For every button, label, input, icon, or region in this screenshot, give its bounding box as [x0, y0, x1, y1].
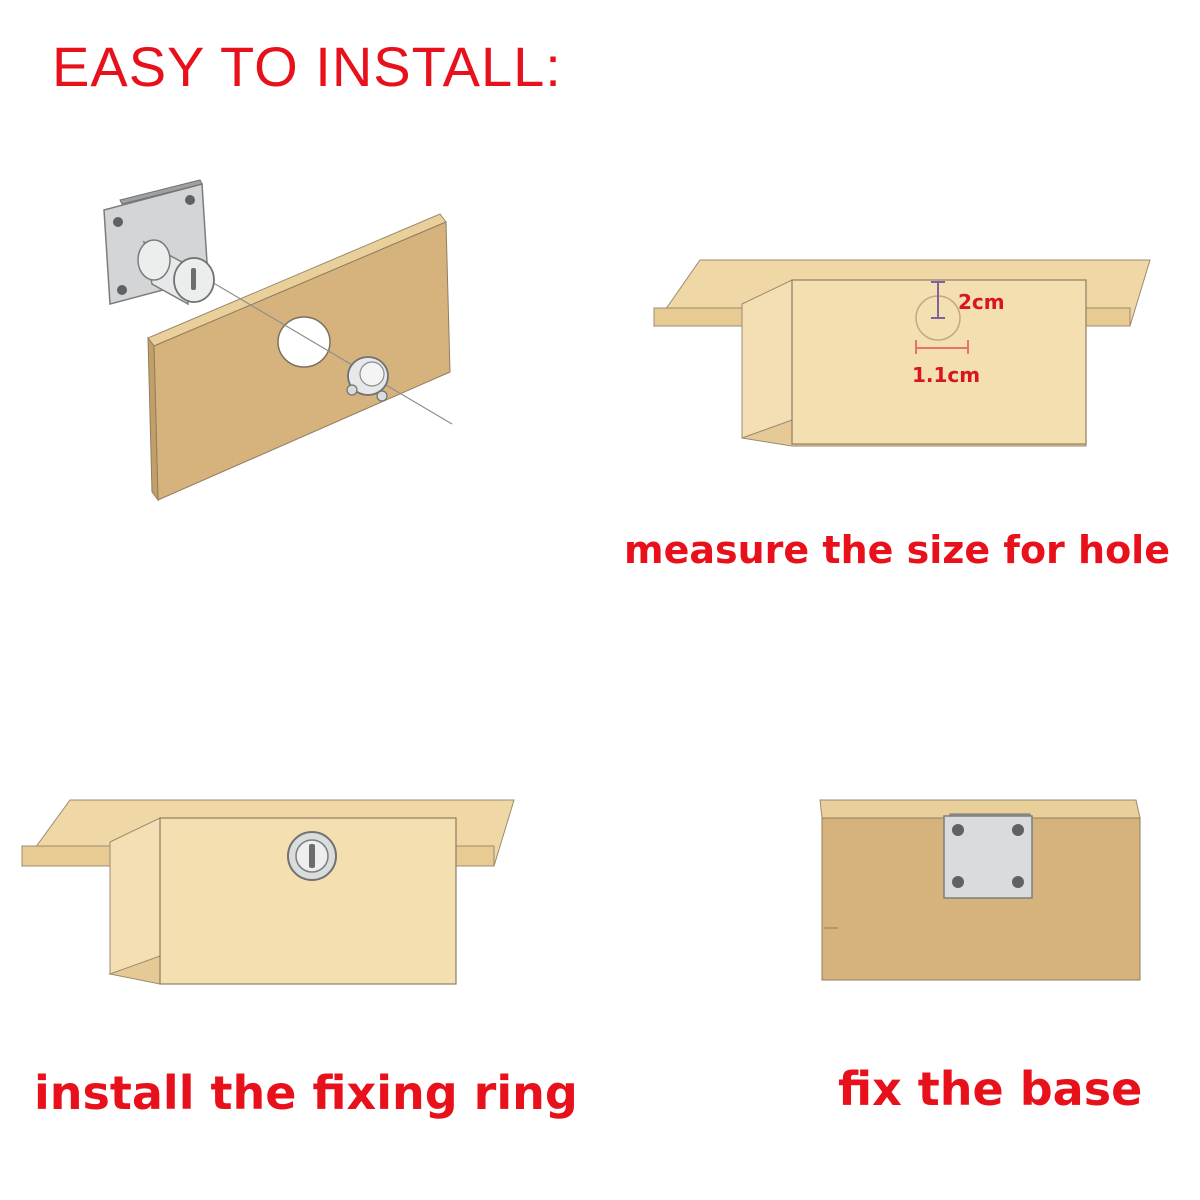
- screw-icon: [1012, 824, 1024, 836]
- screw-icon: [952, 824, 964, 836]
- lock-plate-edge: [119, 179, 203, 205]
- drawer-side: [741, 279, 793, 443]
- screw-icon: [952, 876, 964, 888]
- page-title: EASY TO INSTALL:: [52, 35, 562, 98]
- caption-base: fix the base: [838, 1062, 1143, 1116]
- ring-tab-icon: [376, 390, 388, 402]
- step-measure-diagram: 2cm 1.1cm: [653, 259, 1151, 447]
- keyhole-icon: [191, 268, 196, 290]
- step-base-diagram: [819, 799, 1141, 981]
- step-exploded-diagram: [103, 179, 453, 502]
- screw-hole-icon: [113, 217, 123, 227]
- screw-hole-icon: [185, 195, 195, 205]
- step-ring-diagram: [21, 799, 515, 985]
- drawer-side: [109, 817, 161, 983]
- keyhole-icon: [309, 844, 315, 868]
- lock-cylinder-back: [137, 239, 171, 281]
- board-hole: [277, 316, 331, 368]
- board-side: [147, 336, 159, 502]
- screw-hole-icon: [117, 285, 127, 295]
- assembly-axis: [199, 274, 453, 425]
- caption-measure: measure the size for hole: [624, 528, 1170, 572]
- fixing-ring-inner: [359, 361, 385, 387]
- caption-ring: install the fixing ring: [34, 1066, 578, 1120]
- width-label: 1.1cm: [912, 363, 980, 387]
- screw-icon: [1012, 876, 1024, 888]
- ring-tab-icon: [346, 384, 358, 396]
- height-label: 2cm: [958, 290, 1005, 314]
